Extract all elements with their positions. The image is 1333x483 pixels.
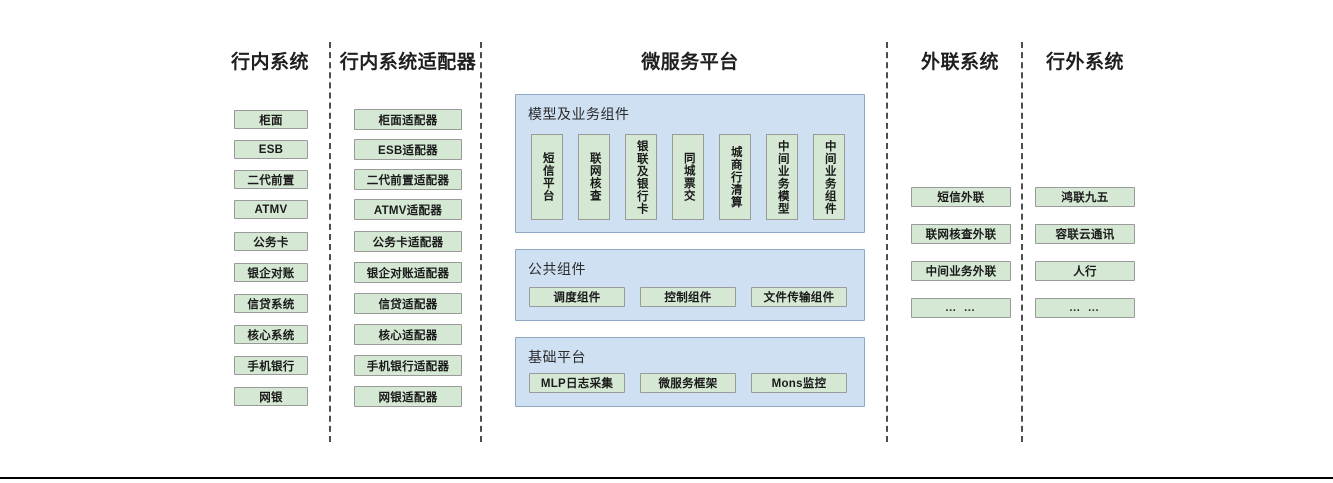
internal-adapter-item[interactable]: 信贷适配器 <box>354 293 462 314</box>
external-system-item[interactable]: 人行 <box>1035 261 1135 281</box>
divider-1 <box>329 42 331 442</box>
external-system-item[interactable]: 鸿联九五 <box>1035 187 1135 207</box>
model-component-item[interactable]: 同城票交 <box>672 134 704 220</box>
model-component-item[interactable]: 中间业务模型 <box>766 134 798 220</box>
internal-adapter-item[interactable]: 网银适配器 <box>354 386 462 407</box>
internal-system-item[interactable]: 核心系统 <box>234 325 308 344</box>
panel-title-model-business-components: 模型及业务组件 <box>528 106 630 122</box>
internal-adapter-item[interactable]: 银企对账适配器 <box>354 262 462 283</box>
internal-system-item[interactable]: 信贷系统 <box>234 294 308 313</box>
panel-public-components: 公共组件 <box>515 249 865 321</box>
panel-title-infrastructure: 基础平台 <box>528 349 586 365</box>
model-component-item[interactable]: 短信平台 <box>531 134 563 220</box>
column-title-external: 行外系统 <box>1045 52 1124 73</box>
internal-system-item[interactable]: ESB <box>234 140 308 159</box>
infrastructure-item[interactable]: 微服务框架 <box>640 373 736 393</box>
model-component-item[interactable]: 联网核查 <box>578 134 610 220</box>
infrastructure-item[interactable]: MLP日志采集 <box>529 373 625 393</box>
public-component-item[interactable]: 调度组件 <box>529 287 625 307</box>
internal-adapter-item[interactable]: 核心适配器 <box>354 324 462 345</box>
internal-system-item[interactable]: 网银 <box>234 387 308 406</box>
external-link-item[interactable]: 短信外联 <box>911 187 1011 207</box>
internal-adapter-item[interactable]: ESB适配器 <box>354 139 462 160</box>
internal-system-item[interactable]: ATMV <box>234 200 308 219</box>
model-component-item[interactable]: 中间业务组件 <box>813 134 845 220</box>
panel-infrastructure: 基础平台 <box>515 337 865 407</box>
external-system-item[interactable]: … … <box>1035 298 1135 318</box>
external-system-item[interactable]: 容联云通讯 <box>1035 224 1135 244</box>
internal-system-item[interactable]: 柜面 <box>234 110 308 129</box>
model-component-item[interactable]: 银联及银行卡 <box>625 134 657 220</box>
column-title-external-link: 外联系统 <box>920 52 999 73</box>
internal-adapter-item[interactable]: ATMV适配器 <box>354 199 462 220</box>
internal-system-item[interactable]: 银企对账 <box>234 263 308 282</box>
internal-adapter-item[interactable]: 二代前置适配器 <box>354 169 462 190</box>
column-title-internal: 行内系统 <box>230 52 309 73</box>
page-bottom-rule <box>0 477 1333 479</box>
column-title-internal-adapter: 行内系统适配器 <box>339 52 477 73</box>
internal-system-item[interactable]: 公务卡 <box>234 232 308 251</box>
divider-4 <box>1021 42 1023 442</box>
panel-title-public-components: 公共组件 <box>528 261 586 277</box>
internal-system-item[interactable]: 手机银行 <box>234 356 308 375</box>
external-link-item[interactable]: 联网核查外联 <box>911 224 1011 244</box>
model-component-item[interactable]: 城商行清算 <box>719 134 751 220</box>
public-component-item[interactable]: 控制组件 <box>640 287 736 307</box>
internal-adapter-item[interactable]: 柜面适配器 <box>354 109 462 130</box>
column-title-platform: 微服务平台 <box>641 52 739 73</box>
internal-system-item[interactable]: 二代前置 <box>234 170 308 189</box>
divider-3 <box>886 42 888 442</box>
internal-adapter-item[interactable]: 手机银行适配器 <box>354 355 462 376</box>
internal-adapter-item[interactable]: 公务卡适配器 <box>354 231 462 252</box>
external-link-item[interactable]: … … <box>911 298 1011 318</box>
divider-2 <box>480 42 482 442</box>
infrastructure-item[interactable]: Mons监控 <box>751 373 847 393</box>
public-component-item[interactable]: 文件传输组件 <box>751 287 847 307</box>
external-link-item[interactable]: 中间业务外联 <box>911 261 1011 281</box>
